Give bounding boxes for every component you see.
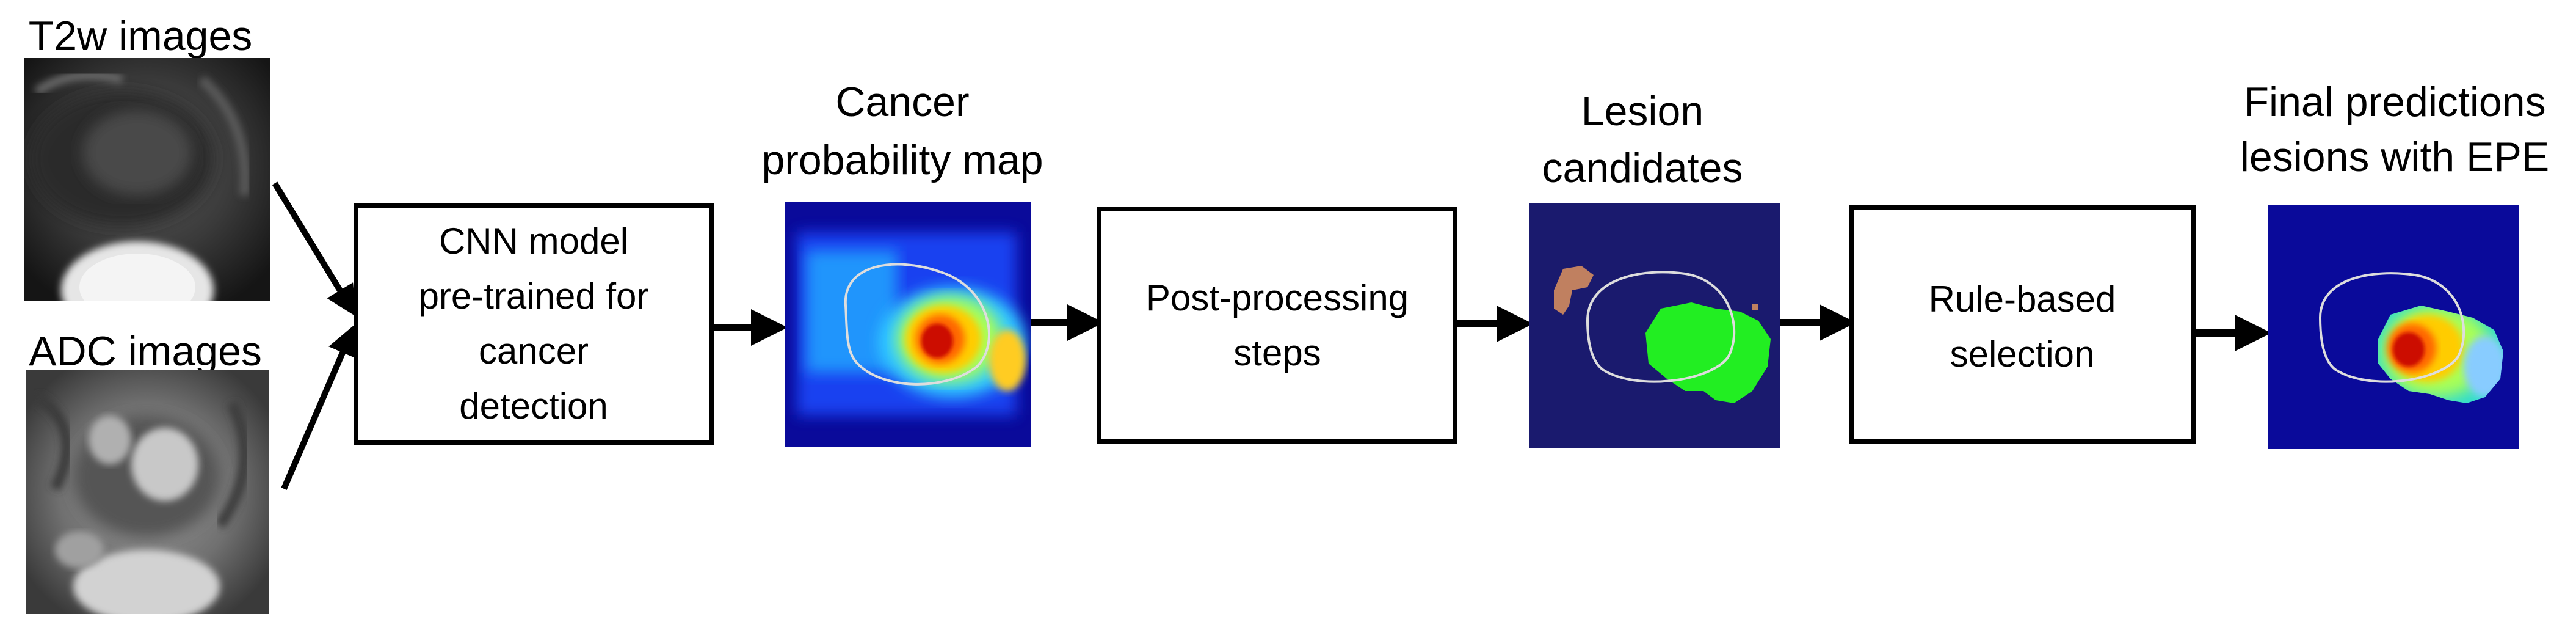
lesion-label-line1: Lesion	[1581, 88, 1703, 134]
final-label-line1: Final predictions	[2243, 79, 2545, 125]
lesion-label-line2: candidates	[1542, 145, 1743, 191]
post-line2: steps	[1233, 332, 1321, 373]
cancer-map-label-line2: probability map	[761, 137, 1043, 183]
final-predictions-image	[2268, 205, 2519, 449]
rule-based-selection-box: Rule-based selection	[1849, 205, 2196, 444]
rule-line2: selection	[1950, 334, 2095, 375]
t2w-to-cnn-arrow	[272, 181, 356, 316]
adc-to-cnn-arrow	[281, 324, 357, 490]
lesion-candidate-green	[1645, 302, 1771, 403]
cancer-map-label-line1: Cancer	[835, 79, 969, 125]
cnn-line1: CNN model	[439, 221, 628, 262]
post-processing-box: Post-processing steps	[1097, 207, 1457, 444]
adc-label: ADC images	[29, 328, 262, 375]
adc-image	[26, 370, 269, 614]
t2w-image	[24, 58, 270, 301]
post-line1: Post-processing	[1146, 277, 1409, 318]
cnn-line3: cancer	[479, 331, 589, 371]
cnn-model-box: CNN model pre-trained for cancer detecti…	[354, 203, 714, 445]
cnn-line2: pre-trained for	[419, 276, 649, 316]
cancer-probability-map	[785, 202, 1031, 447]
lesion-candidates-image	[1529, 203, 1780, 448]
cnn-line4: detection	[459, 386, 608, 426]
lesion-candidate-brown	[1554, 266, 1594, 315]
rule-line1: Rule-based	[1929, 279, 2116, 320]
t2w-label: T2w images	[29, 13, 253, 59]
final-label-line2: lesions with EPE	[2240, 134, 2549, 180]
